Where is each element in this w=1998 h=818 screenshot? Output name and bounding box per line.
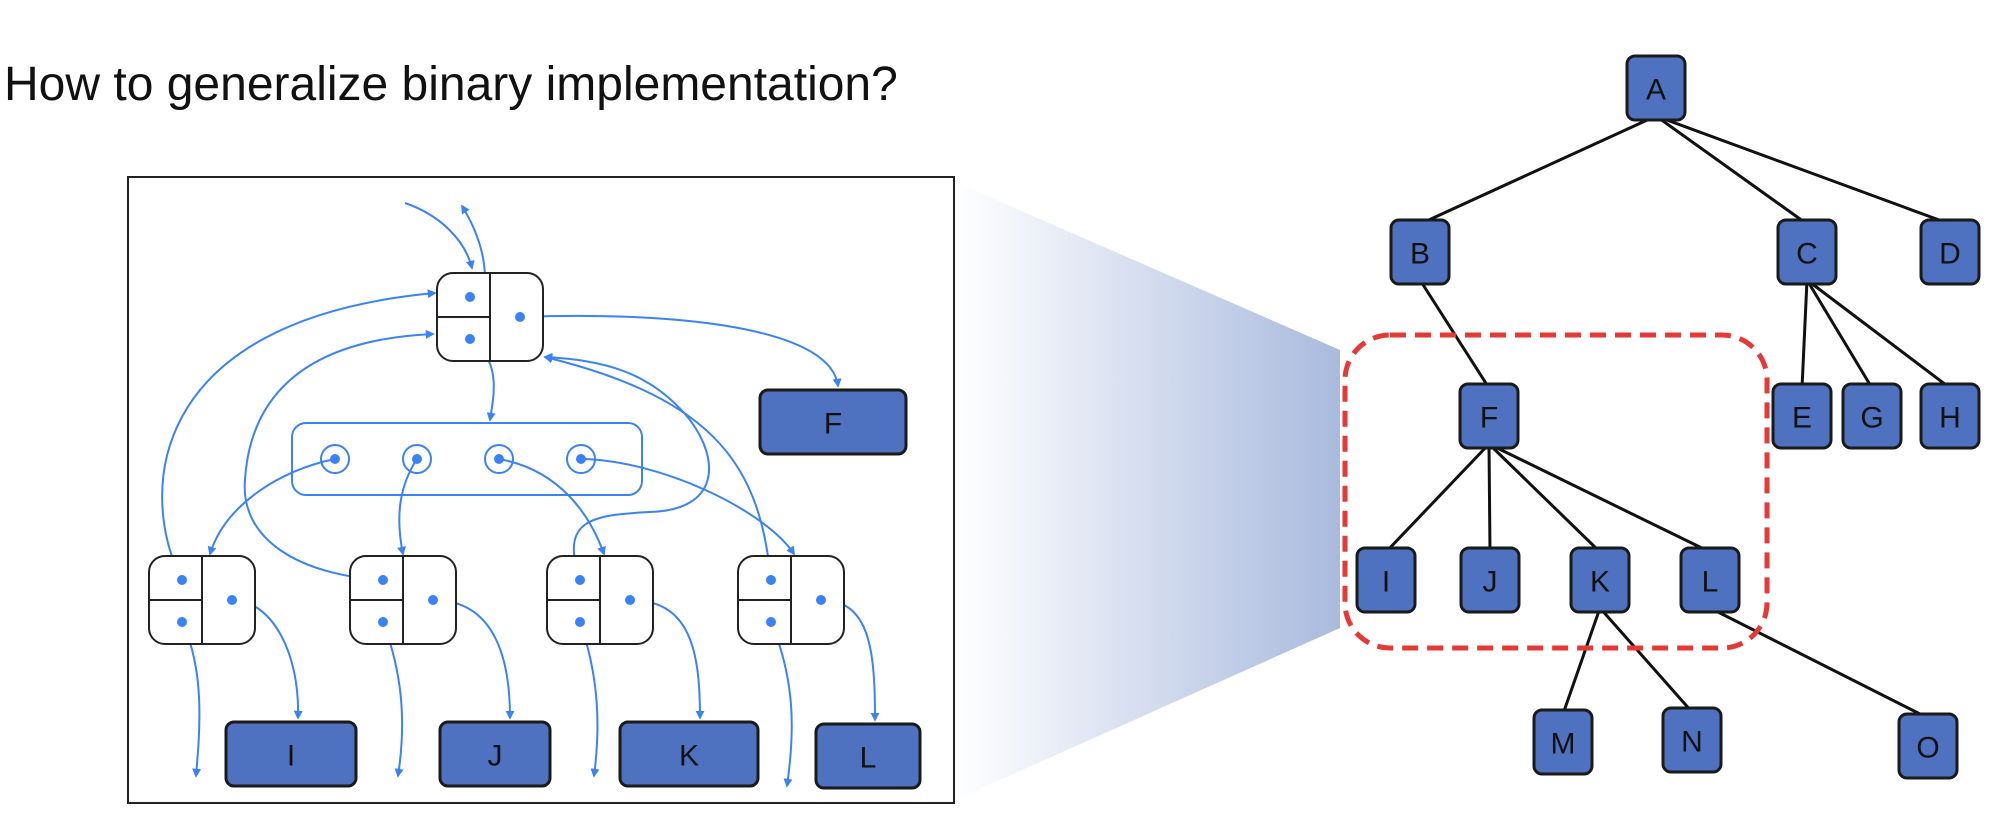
tree-edge-f-i: [1384, 442, 1491, 554]
tree-edge-f-k: [1487, 442, 1602, 554]
pointer-arrow: [543, 354, 772, 581]
tree-edge-a-d: [1655, 114, 1951, 226]
dot-icon: [378, 617, 388, 627]
pointer-arrow: [519, 314, 842, 388]
pointer-arrow: [397, 458, 418, 556]
tree-edge-c-e: [1800, 279, 1809, 389]
tree-edge-k-n: [1598, 607, 1694, 713]
pointer-arrow: [404, 202, 475, 270]
tree-edge-f-l: [1488, 442, 1711, 554]
pointer-arrow: [161, 289, 437, 581]
tree-node-f: F: [1458, 382, 1520, 450]
pointer-arrow: [580, 458, 795, 556]
dot-icon: [465, 292, 475, 302]
tree-node-m: M: [1532, 708, 1594, 776]
dot-icon: [625, 595, 635, 605]
cell-j: [349, 555, 457, 645]
dot-icon: [575, 617, 585, 627]
tree-edge-k-m: [1561, 607, 1602, 715]
tree-node-label: J: [1483, 566, 1498, 599]
tree-nodes: A B C D E F G H I J K L M N O: [1355, 54, 1981, 780]
tree-edge-a-b: [1419, 114, 1657, 226]
cell-i: [148, 555, 256, 645]
data-box-l: L: [814, 722, 922, 790]
tree-node-label: E: [1792, 402, 1812, 435]
tree-node-o: O: [1897, 712, 1959, 780]
dot-icon: [766, 617, 776, 627]
data-box-label: I: [287, 740, 295, 773]
implementation-diagram: F I J K L: [148, 272, 922, 790]
implementation-frame: [127, 176, 955, 804]
pointer-arrow: [243, 329, 435, 581]
tree-node-c: C: [1776, 218, 1838, 286]
data-box-j: J: [438, 720, 552, 788]
subtree-highlight: [1342, 332, 1770, 651]
tree-edge-c-h: [1806, 278, 1951, 390]
tree-node-label: K: [1590, 566, 1610, 599]
pointer-arrow: [498, 458, 606, 556]
child-array-slot: [484, 444, 514, 474]
cell-l: [737, 555, 845, 645]
tree-node-g: G: [1841, 382, 1903, 450]
tree-node-label: G: [1860, 402, 1883, 435]
pointer-arrows: [161, 202, 880, 788]
dot-icon: [177, 617, 187, 627]
child-array-slot: [320, 444, 350, 474]
dot-icon: [177, 575, 187, 585]
tree-node-l: L: [1679, 546, 1741, 614]
tree-edge-a-c: [1655, 114, 1808, 226]
tree-node-n: N: [1661, 706, 1723, 774]
tree-node-j: J: [1459, 546, 1521, 614]
data-box-f: F: [758, 388, 908, 456]
data-box-k: K: [618, 720, 760, 788]
dot-icon: [227, 595, 237, 605]
tree-node-b: B: [1389, 218, 1451, 286]
dot-icon: [428, 595, 438, 605]
tree-node-label: A: [1646, 74, 1666, 107]
tree-node-label: H: [1939, 402, 1961, 435]
tree-node-label: M: [1551, 728, 1576, 761]
tree-node-k: K: [1569, 546, 1631, 614]
data-box-label: F: [824, 408, 842, 441]
pointer-arrow: [207, 458, 336, 556]
tree-edge-f-j: [1487, 443, 1492, 553]
data-box-i: I: [224, 720, 358, 788]
tree-node-label: D: [1939, 238, 1961, 271]
tree-edge-c-g: [1805, 279, 1874, 389]
tree-node-label: B: [1410, 238, 1430, 271]
dot-icon: [465, 334, 475, 344]
tree-node-a: A: [1625, 54, 1687, 122]
data-box-label: K: [679, 740, 699, 773]
slide-title: How to generalize binary implementation?: [4, 58, 898, 111]
dot-icon: [766, 575, 776, 585]
dot-icon: [816, 595, 826, 605]
tree-node-label: L: [1702, 566, 1719, 599]
tree-node-label: N: [1681, 726, 1703, 759]
dot-icon: [515, 312, 525, 322]
tree-node-label: F: [1480, 402, 1498, 435]
tree-node-label: C: [1796, 238, 1818, 271]
dot-icon: [575, 575, 585, 585]
pointer-arrow: [543, 352, 710, 581]
tree-node-h: H: [1919, 382, 1981, 450]
data-box-label: J: [488, 740, 503, 773]
child-array-slot: [402, 444, 432, 474]
tree-node-e: E: [1771, 382, 1833, 450]
tree-edge-l-o: [1709, 606, 1929, 720]
dot-icon: [378, 575, 388, 585]
child-array: [291, 422, 643, 496]
tree-node-i: I: [1355, 546, 1417, 614]
data-box-label: L: [860, 742, 877, 775]
zoom-wedge: [955, 182, 1340, 800]
tree-node-label: I: [1382, 566, 1390, 599]
cell-k: [546, 555, 654, 645]
tree-node-label: O: [1916, 732, 1939, 765]
tree-node-d: D: [1919, 218, 1981, 286]
child-array-slot: [566, 444, 596, 474]
cell-f: [436, 272, 544, 362]
